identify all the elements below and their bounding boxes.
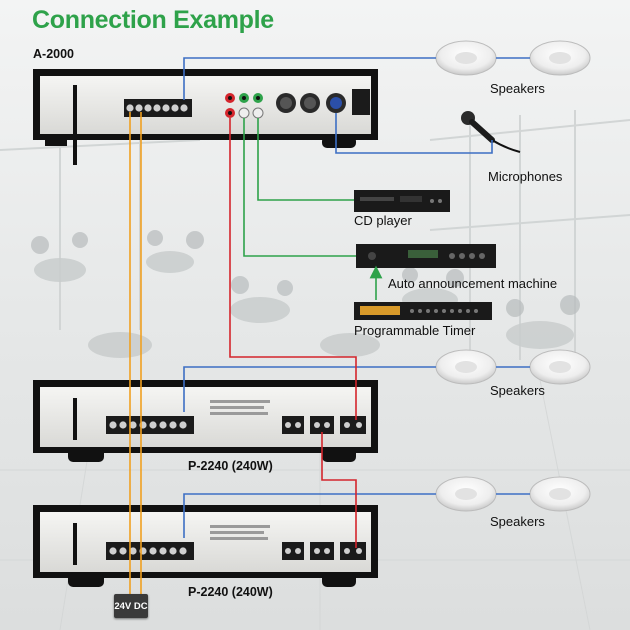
page-title: Connection Example: [32, 6, 274, 34]
label-cd-player: CD player: [354, 213, 412, 228]
speaker-wire-blue: [183, 57, 530, 538]
label-microphones: Microphones: [488, 169, 563, 184]
label-timer: Programmable Timer: [354, 323, 476, 338]
label-speakers-2: Speakers: [490, 383, 545, 398]
p2240-amplifier-icon-2: [33, 505, 378, 587]
source-wire-green: [243, 118, 383, 300]
a2000-amplifier-icon: [33, 69, 378, 165]
speaker-icon: [435, 476, 591, 512]
device-label-p2240-1: P-2240 (240W): [188, 459, 273, 473]
label-speakers-1: Speakers: [490, 81, 545, 96]
speaker-icon: [435, 349, 591, 385]
power-wire-orange: [129, 112, 142, 594]
p2240-amplifier-icon-1: [33, 380, 378, 462]
cd-player-icon: [354, 190, 450, 212]
announcement-machine-icon: [356, 244, 496, 268]
label-speakers-3: Speakers: [490, 514, 545, 529]
line-wire-red: [229, 118, 357, 548]
microphone-icon: [461, 111, 521, 153]
label-announcement: Auto announcement machine: [388, 276, 558, 291]
power-supply-icon: 24V DC: [114, 594, 148, 618]
timer-icon: [354, 302, 492, 320]
device-label-a2000: A-2000: [33, 47, 74, 61]
device-label-p2240-2: P-2240 (240W): [188, 585, 273, 599]
